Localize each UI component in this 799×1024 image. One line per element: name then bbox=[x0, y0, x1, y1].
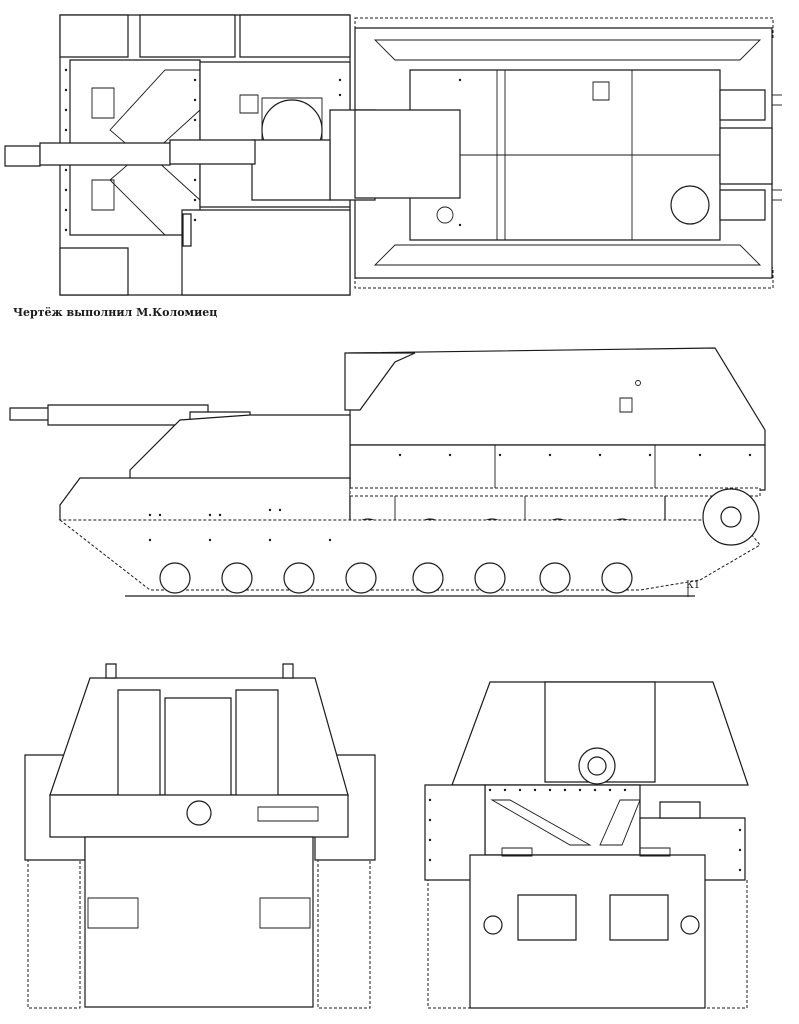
muzzle bbox=[5, 146, 40, 166]
gun-shield-side bbox=[345, 353, 415, 410]
front-lower-hull bbox=[85, 837, 313, 1007]
track-upper-run bbox=[350, 488, 760, 496]
reference-mark: К1 bbox=[686, 580, 701, 591]
deck-slope-top bbox=[375, 40, 760, 60]
gun-barrel-top bbox=[40, 143, 170, 165]
rear-lower-hull bbox=[470, 855, 705, 1008]
road-wheels bbox=[160, 563, 632, 593]
rear-track-right bbox=[702, 880, 747, 1008]
rear-access-plate-left bbox=[518, 895, 576, 940]
rear-track-left bbox=[428, 880, 473, 1008]
rivets-rear bbox=[428, 788, 742, 872]
mantlet-shield bbox=[355, 110, 460, 198]
front-view bbox=[25, 664, 375, 1008]
front-view-port bbox=[187, 801, 211, 825]
side-view bbox=[10, 348, 765, 597]
rear-hatch bbox=[671, 186, 709, 224]
rivets-top bbox=[64, 68, 462, 232]
rear-access-plate-right bbox=[610, 895, 668, 940]
rear-box bbox=[720, 128, 772, 184]
superstructure-rear bbox=[350, 348, 765, 445]
front-track-right bbox=[318, 858, 370, 1008]
front-track-left bbox=[28, 858, 80, 1008]
rivets-side bbox=[148, 453, 752, 542]
vent-square bbox=[593, 82, 609, 100]
rear-gun-shield bbox=[485, 785, 640, 855]
drawing-credit: Чертёж выполнил М.Коломиец bbox=[13, 306, 218, 319]
deck-slope-bottom bbox=[375, 245, 760, 265]
rear-view bbox=[425, 682, 748, 1008]
top-view bbox=[5, 15, 782, 295]
